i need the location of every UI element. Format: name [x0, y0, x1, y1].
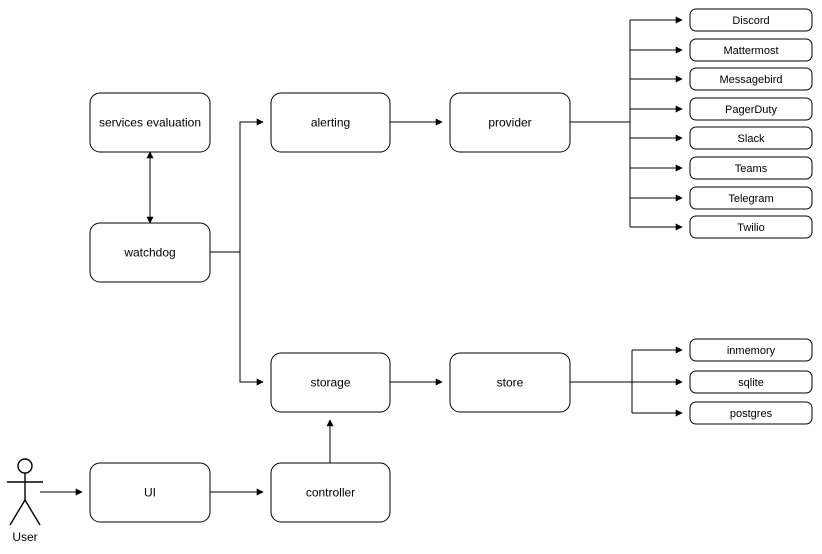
- node-alerting-shape: [270, 92, 391, 153]
- node-alerting[interactable]: alerting: [270, 92, 391, 153]
- node-provider-label: provider: [488, 116, 531, 130]
- leaf-postgres-shape: [689, 401, 813, 425]
- leaf-telegram-label: Telegram: [728, 193, 773, 205]
- leaf-telegram[interactable]: Telegram: [630, 186, 813, 210]
- provider-leaves-layer: DiscordMattermostMessagebirdPagerDutySla…: [629, 8, 813, 239]
- leaf-mattermost-shape: [689, 38, 813, 62]
- node-store[interactable]: store: [449, 352, 571, 413]
- node-ui[interactable]: UI: [89, 462, 211, 523]
- leaf-mattermost[interactable]: Mattermost: [630, 38, 813, 62]
- node-storage[interactable]: storage: [270, 352, 391, 413]
- leaf-inmemory-label: inmemory: [727, 345, 776, 357]
- leaf-teams-shape: [689, 156, 813, 180]
- node-store-shape: [449, 352, 571, 413]
- node-provider[interactable]: provider: [449, 92, 571, 153]
- node-ui-shape: [89, 462, 211, 523]
- leaf-twilio-shape: [689, 215, 813, 239]
- leaf-slack-label: Slack: [738, 133, 765, 145]
- actor-label: User: [12, 530, 37, 544]
- leaf-messagebird[interactable]: Messagebird: [630, 67, 813, 91]
- node-ui-label: UI: [144, 486, 156, 500]
- leaf-slack-shape: [689, 126, 813, 150]
- node-services-evaluation-label: services evaluation: [99, 116, 201, 130]
- leaf-messagebird-label: Messagebird: [720, 74, 783, 86]
- leaf-twilio-label: Twilio: [737, 222, 765, 234]
- leaf-discord-shape: [689, 8, 813, 32]
- leaf-messagebird-shape: [689, 67, 813, 91]
- node-store-label: store: [497, 376, 524, 390]
- node-controller[interactable]: controller: [270, 462, 391, 523]
- node-controller-label: controller: [306, 486, 355, 500]
- leaf-telegram-shape: [689, 186, 813, 210]
- leaf-twilio[interactable]: Twilio: [630, 215, 813, 239]
- node-storage-label: storage: [310, 376, 350, 390]
- nodes-layer: services evaluation watchdog alerting provi…: [89, 92, 571, 523]
- edges-layer: [40, 118, 632, 496]
- node-storage-shape: [270, 352, 391, 413]
- leaf-postgres-label: postgres: [730, 408, 773, 420]
- node-alerting-label: alerting: [311, 116, 350, 130]
- node-services-evaluation-shape: [89, 92, 211, 153]
- leaf-sqlite[interactable]: sqlite: [632, 370, 813, 394]
- leaf-teams-label: Teams: [735, 163, 768, 175]
- leaf-inmemory[interactable]: inmemory: [632, 338, 813, 362]
- leaf-pagerduty-label: PagerDuty: [725, 104, 777, 116]
- node-watchdog-shape: [89, 222, 211, 283]
- store-leaves-layer: inmemory sqlite postgres: [631, 338, 813, 425]
- edge-watchdog-alerting: [210, 118, 264, 253]
- edge-watchdog-storage: [239, 252, 264, 386]
- actor-legs-icon: [9, 499, 41, 526]
- node-watchdog[interactable]: watchdog: [89, 222, 211, 283]
- actor-head-icon: [17, 458, 33, 474]
- leaf-inmemory-shape: [689, 338, 813, 362]
- leaf-teams[interactable]: Teams: [630, 156, 813, 180]
- node-controller-shape: [270, 462, 391, 523]
- leaf-pagerduty-shape: [689, 97, 813, 121]
- leaf-discord-label: Discord: [732, 15, 769, 27]
- leaf-postgres[interactable]: postgres: [632, 401, 813, 425]
- leaf-mattermost-label: Mattermost: [723, 45, 778, 57]
- leaf-pagerduty[interactable]: PagerDuty: [630, 97, 813, 121]
- leaf-discord[interactable]: Discord: [630, 8, 813, 32]
- node-services-evaluation[interactable]: services evaluation: [89, 92, 211, 153]
- leaf-sqlite-label: sqlite: [738, 377, 764, 389]
- user-actor: User: [7, 458, 43, 544]
- leaf-sqlite-shape: [689, 370, 813, 394]
- leaf-slack[interactable]: Slack: [630, 126, 813, 150]
- node-watchdog-label: watchdog: [123, 246, 175, 260]
- node-provider-shape: [449, 92, 571, 153]
